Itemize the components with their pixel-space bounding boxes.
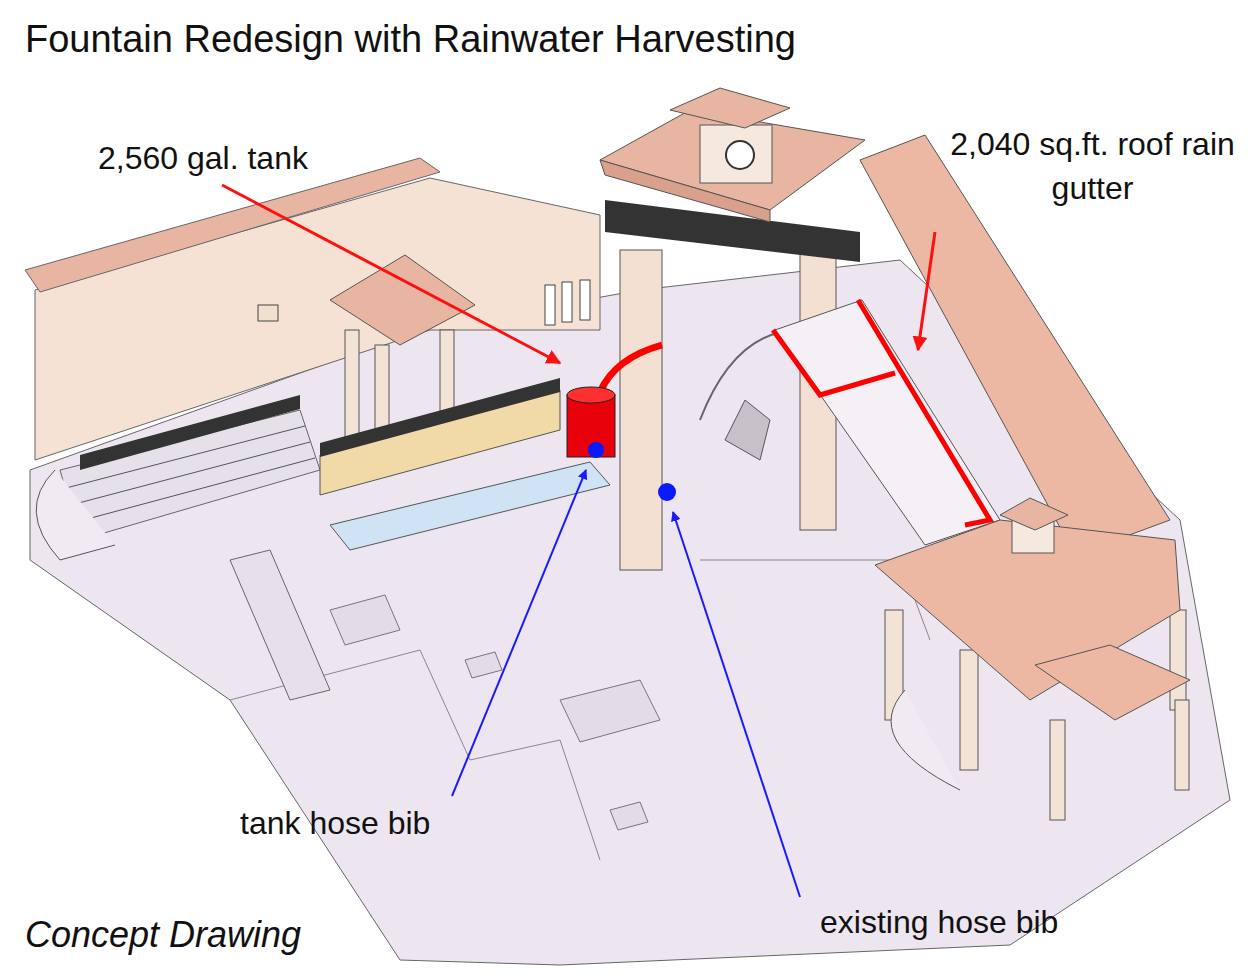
clock-face bbox=[726, 141, 754, 169]
leader-line bbox=[452, 470, 586, 796]
callout-label: 2,560 gal. tank bbox=[98, 138, 308, 178]
rain-gutter bbox=[773, 330, 895, 395]
downspout-pipe bbox=[600, 345, 662, 392]
diagram-caption: Concept Drawing bbox=[25, 913, 301, 957]
fountain-railing bbox=[320, 378, 560, 457]
existing-hose-bib bbox=[658, 483, 676, 501]
callout-label: tank hose bib bbox=[240, 803, 430, 843]
semicircle-bench bbox=[36, 470, 115, 560]
paving-square bbox=[465, 652, 502, 678]
wall-sign bbox=[258, 305, 278, 321]
window bbox=[580, 280, 590, 320]
diagram-title: Fountain Redesign with Rainwater Harvest… bbox=[25, 16, 796, 62]
ramp bbox=[230, 550, 330, 700]
rain-tank-top bbox=[567, 387, 615, 403]
gazebo-roof bbox=[330, 255, 475, 345]
pavilion-pillar bbox=[960, 650, 978, 770]
small-pavilion-roof bbox=[1035, 645, 1190, 720]
leader-line bbox=[222, 185, 560, 363]
leader-line bbox=[918, 232, 935, 350]
pavilion-pillar bbox=[1050, 720, 1065, 820]
rain-gutter bbox=[858, 300, 990, 525]
semicircle-bench bbox=[891, 690, 960, 790]
window bbox=[545, 285, 555, 325]
clock-roof bbox=[670, 88, 790, 128]
paving-square bbox=[610, 802, 648, 830]
window bbox=[562, 282, 572, 322]
tower-pillar bbox=[620, 250, 662, 570]
clock-box bbox=[700, 125, 772, 183]
callout-label: existing hose bib bbox=[820, 902, 1058, 942]
pavilion-pillar bbox=[1170, 610, 1186, 710]
fountain-pool bbox=[330, 462, 610, 550]
rain-tank bbox=[567, 395, 615, 457]
terrace-railing bbox=[80, 395, 300, 470]
tank-hose-bib bbox=[588, 442, 604, 458]
stair-line bbox=[76, 458, 315, 522]
paving-square bbox=[560, 680, 660, 742]
spiral-stair bbox=[725, 400, 770, 460]
gazebo-pillar bbox=[345, 330, 359, 440]
cupola-roof bbox=[1000, 498, 1068, 530]
paving-square bbox=[330, 595, 400, 645]
leader-line bbox=[673, 512, 800, 897]
pavilion-pillar bbox=[1175, 700, 1189, 790]
callout-label: 2,040 sq.ft. roof rain gutter bbox=[945, 122, 1240, 210]
